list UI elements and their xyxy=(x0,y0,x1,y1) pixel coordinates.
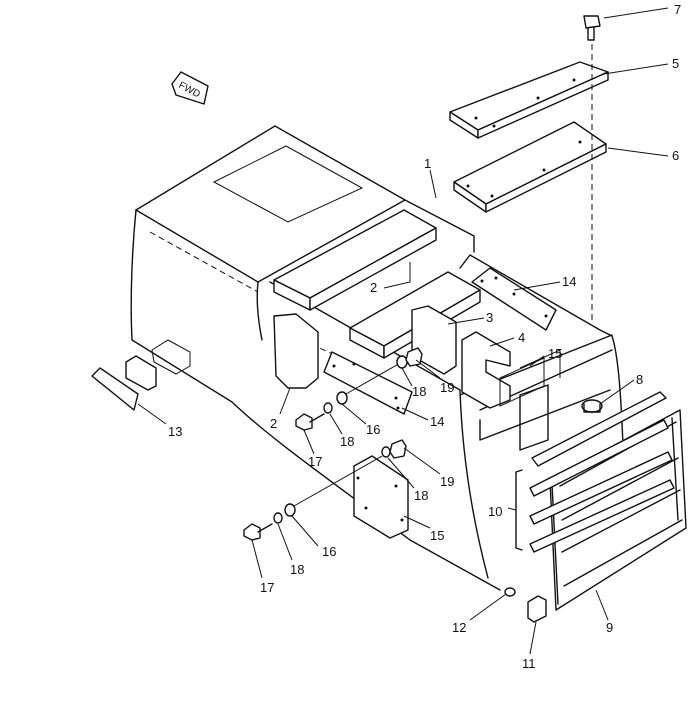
callout-4: 4 xyxy=(518,330,525,345)
callout-17-lower: 17 xyxy=(260,580,274,595)
nut-washer-set-lower xyxy=(381,439,407,459)
callout-1: 1 xyxy=(424,156,431,171)
bolt-icon xyxy=(583,15,601,320)
top-cover-plate-5 xyxy=(449,61,609,139)
callout-16-upper: 16 xyxy=(366,422,380,437)
callout-7: 7 xyxy=(674,2,681,17)
callout-leader-lines xyxy=(137,7,669,655)
callout-15-lower: 15 xyxy=(430,528,444,543)
callout-labels: 7 5 6 1 14 2 3 4 15 8 19 18 2 14 16 18 1… xyxy=(168,2,681,671)
callout-3: 3 xyxy=(486,310,493,325)
callout-8: 8 xyxy=(636,372,643,387)
callout-15-upper: 15 xyxy=(548,346,562,361)
filler-cap-icon xyxy=(581,399,603,413)
callout-14-lower: 14 xyxy=(430,414,444,429)
callout-11: 11 xyxy=(522,656,536,671)
bolt-washer-set-upper xyxy=(295,361,403,431)
grille-latch-bracket xyxy=(527,595,547,623)
bolt-washer-set-lower xyxy=(243,455,383,541)
callout-16-lower: 16 xyxy=(322,544,336,559)
cover-plate-upper xyxy=(499,349,561,407)
mounting-plate-lower xyxy=(323,351,413,415)
side-insulation-panel xyxy=(273,313,319,389)
callout-18-lower: 18 xyxy=(414,488,428,503)
side-vent-cover xyxy=(91,355,157,411)
callout-14-upper: 14 xyxy=(562,274,576,289)
callout-19-upper: 19 xyxy=(440,380,454,395)
fwd-label: FWD xyxy=(177,80,202,100)
top-insulation-slab-left xyxy=(273,209,437,311)
callout-18-upper: 18 xyxy=(412,384,426,399)
callout-5: 5 xyxy=(672,56,679,71)
c-shaped-block xyxy=(461,331,511,409)
callout-10: 10 xyxy=(488,504,502,519)
callout-13: 13 xyxy=(168,424,182,439)
callout-18-bottom: 18 xyxy=(290,562,304,577)
top-cover-plate-6 xyxy=(453,121,607,213)
louver-fins xyxy=(515,391,675,553)
fwd-arrow-icon: FWD xyxy=(171,71,209,105)
nut-washer-set-upper xyxy=(396,347,423,369)
insulation-slab-3 xyxy=(349,271,481,375)
callout-2-top: 2 xyxy=(370,280,377,295)
callout-12: 12 xyxy=(452,620,466,635)
mounting-plate-upper xyxy=(471,267,557,331)
callout-9: 9 xyxy=(606,620,613,635)
callout-2-side: 2 xyxy=(270,416,277,431)
callout-19-lower: 19 xyxy=(440,474,454,489)
cover-plate-lower xyxy=(353,455,409,539)
washer-icon xyxy=(504,587,516,597)
callout-18-mid: 18 xyxy=(340,434,354,449)
callout-17-upper: 17 xyxy=(308,454,322,469)
callout-6: 6 xyxy=(672,148,679,163)
